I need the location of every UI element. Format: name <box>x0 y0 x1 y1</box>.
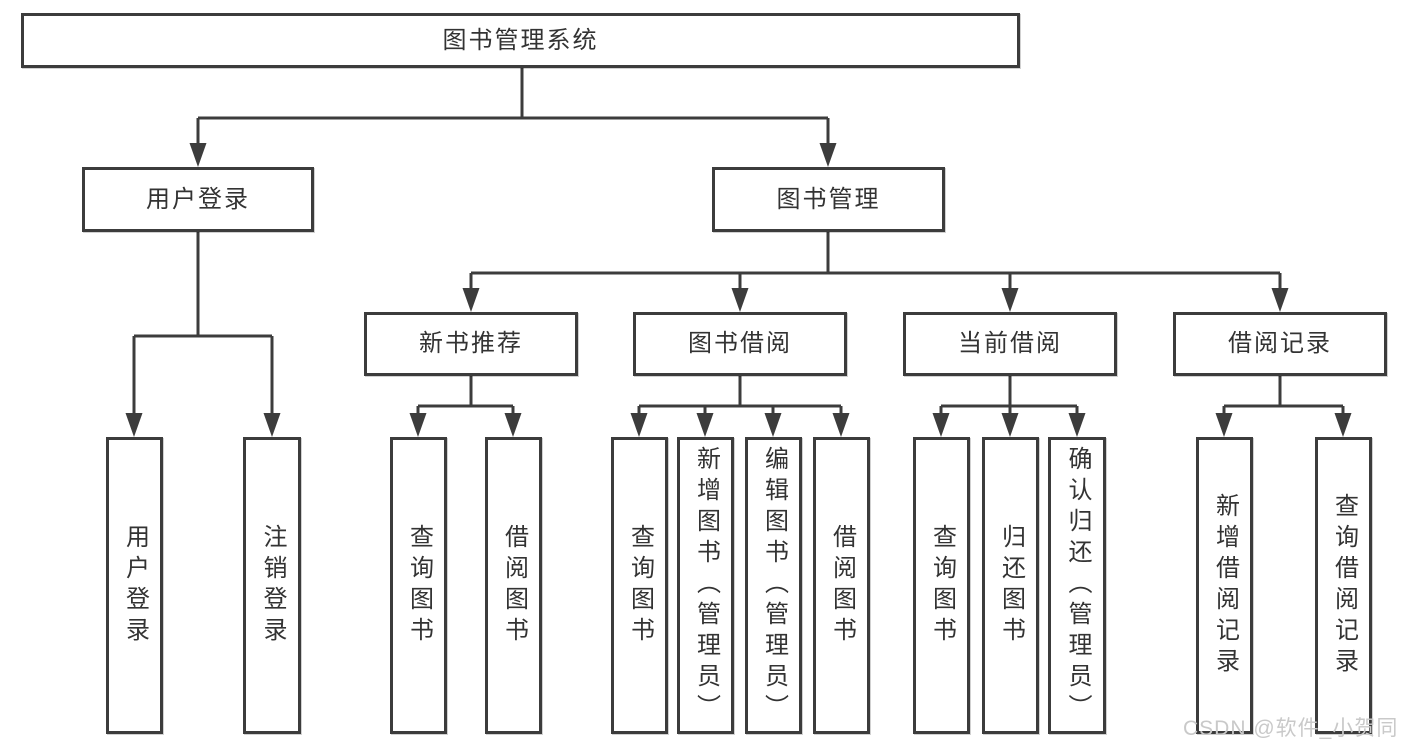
leaf-label: 查询图书 <box>405 523 433 648</box>
node-borrow-records: 借阅记录 <box>1173 312 1387 376</box>
leaf-borrow-books: 借阅图书 <box>813 437 870 734</box>
arrow-down-icon <box>1334 413 1352 437</box>
arrow-down-icon <box>932 413 950 437</box>
node-new-book-recommend: 新书推荐 <box>364 312 578 376</box>
leaf-add-borrow-record: 新增借阅记录 <box>1196 437 1253 734</box>
leaf-query-borrow-record: 查询借阅记录 <box>1315 437 1372 734</box>
arrowheads <box>125 143 1352 437</box>
leaf-borrow-books-recommend: 借阅图书 <box>485 437 542 734</box>
arrow-down-icon <box>263 413 281 437</box>
arrow-down-icon <box>731 288 749 312</box>
connector-root <box>196 68 830 146</box>
arrow-down-icon <box>189 143 207 167</box>
arrow-down-icon <box>1001 413 1019 437</box>
arrow-down-icon <box>832 413 850 437</box>
watermark: CSDN @软件_小贺同学 <box>1183 717 1399 740</box>
leaf-label: 归还图书 <box>997 523 1025 648</box>
node-root: 图书管理系统 <box>21 13 1020 68</box>
arrow-down-icon <box>1068 413 1086 437</box>
leaf-label: 编辑图书（管理员） <box>760 446 788 725</box>
leaf-label: 查询图书 <box>928 523 956 648</box>
leaf-label: 注销登录 <box>259 523 286 648</box>
leaf-label: 借阅图书 <box>828 523 856 648</box>
node-book-borrow: 图书借阅 <box>633 312 847 376</box>
connector-book-management <box>469 232 1282 291</box>
leaf-label: 确认归还（管理员） <box>1064 446 1091 725</box>
leaf-query-books-recommend: 查询图书 <box>390 437 447 734</box>
leaf-query-books-current: 查询图书 <box>913 437 970 734</box>
leaf-label: 新增图书（管理员） <box>692 446 720 725</box>
leaf-return-books: 归还图书 <box>982 437 1039 734</box>
connector-current-borrow <box>939 376 1079 416</box>
leaf-label: 用户登录 <box>121 523 149 648</box>
arrow-down-icon <box>409 413 427 437</box>
leaf-edit-book-admin: 编辑图书（管理员） <box>745 437 802 734</box>
leaf-add-book-admin: 新增图书（管理员） <box>677 437 734 734</box>
arrow-down-icon <box>819 143 837 167</box>
arrow-down-icon <box>1271 288 1289 312</box>
leaf-label: 查询借阅记录 <box>1330 492 1358 679</box>
arrow-down-icon <box>504 413 522 437</box>
node-current-borrow: 当前借阅 <box>903 312 1117 376</box>
leaf-label: 新增借阅记录 <box>1211 492 1239 679</box>
arrow-down-icon <box>696 413 714 437</box>
connector-book-borrow <box>637 376 843 416</box>
arrow-down-icon <box>462 288 480 312</box>
leaf-confirm-return-admin: 确认归还（管理员） <box>1048 437 1106 734</box>
leaf-label: 借阅图书 <box>500 523 528 648</box>
leaf-user-login: 用户登录 <box>106 437 163 734</box>
node-user-login: 用户登录 <box>82 167 314 232</box>
connector-new-book <box>416 376 515 416</box>
arrow-down-icon <box>630 413 648 437</box>
connector-borrow-records <box>1222 376 1345 416</box>
leaf-label: 查询图书 <box>626 523 654 648</box>
arrow-down-icon <box>1001 288 1019 312</box>
leaf-logout: 注销登录 <box>243 437 301 734</box>
arrow-down-icon <box>764 413 782 437</box>
leaf-query-books-borrow: 查询图书 <box>611 437 668 734</box>
arrow-down-icon <box>1215 413 1233 437</box>
node-book-management: 图书管理 <box>712 167 945 232</box>
arrow-down-icon <box>125 413 143 437</box>
connector-user-login <box>132 232 274 416</box>
